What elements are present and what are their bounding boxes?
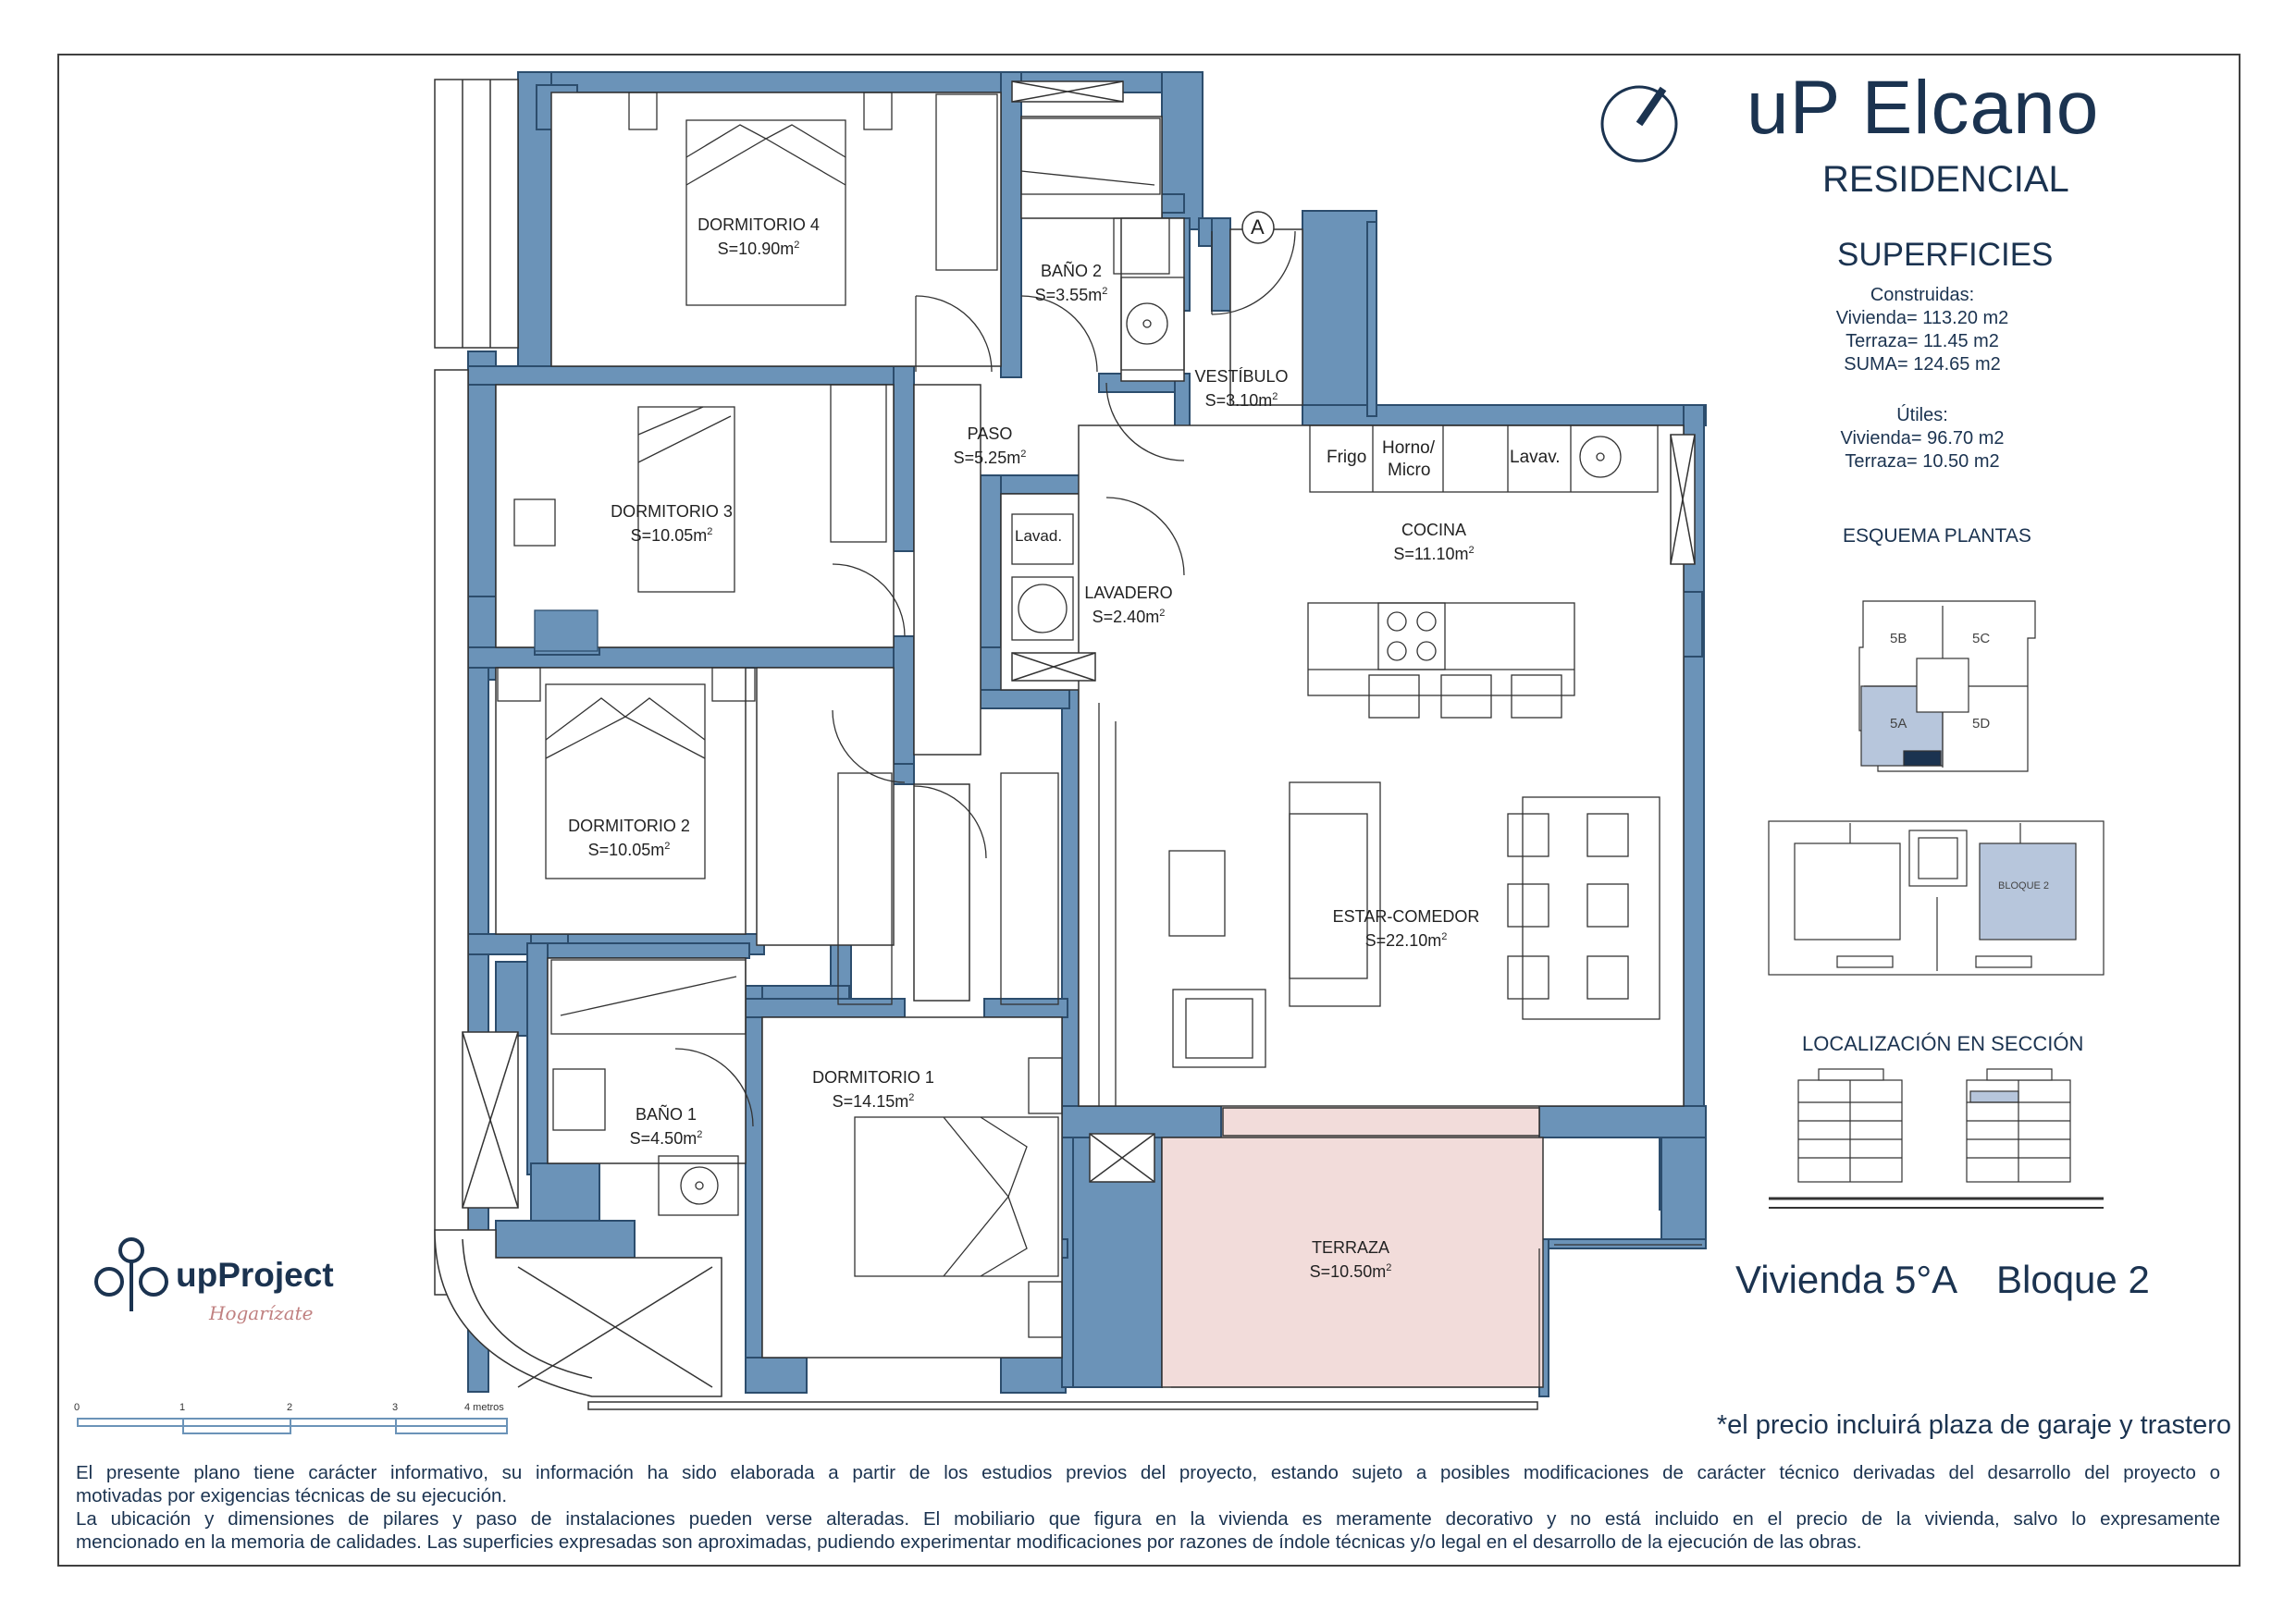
compass-icon bbox=[1600, 85, 1678, 163]
unit-5b: 5B bbox=[1890, 631, 1907, 646]
disclaimer-line: La ubicación y dimensiones de pilares y … bbox=[76, 1508, 2220, 1530]
room-area: S=3.55m bbox=[1034, 286, 1103, 304]
room-name: TERRAZA bbox=[1311, 1238, 1389, 1257]
scale-tick: 4 metros bbox=[464, 1402, 504, 1413]
project-subtitle: RESIDENCIAL bbox=[1822, 159, 2069, 200]
room-area: S=4.50m bbox=[629, 1129, 697, 1148]
brand-tagline: Hogarízate bbox=[209, 1302, 314, 1324]
section-diagram bbox=[1769, 1068, 2104, 1209]
scale-tick: 1 bbox=[179, 1402, 186, 1413]
room-name: DORMITORIO 2 bbox=[568, 817, 690, 835]
precio-note: *el precio incluirá plaza de garaje y tr… bbox=[1716, 1410, 2231, 1440]
unit-5c: 5C bbox=[1972, 631, 1991, 646]
bloque-plan-diagram bbox=[1768, 820, 2105, 976]
entry-marker bbox=[1241, 211, 1275, 244]
scale-tick: 3 bbox=[392, 1402, 399, 1413]
room-area: S=3.10m bbox=[1204, 391, 1273, 410]
lavavajillas-label: Lavav. bbox=[1510, 448, 1561, 467]
brand-name: upProject bbox=[176, 1256, 334, 1294]
scale-tick: 2 bbox=[287, 1402, 293, 1413]
esquema-plantas-diagram bbox=[1858, 600, 2036, 772]
construidas-vivienda: Vivienda= 113.20 m2 bbox=[1835, 308, 2009, 328]
construidas-terraza: Terraza= 11.45 m2 bbox=[1845, 331, 1999, 351]
construidas-label: Construidas: bbox=[1870, 285, 1975, 305]
horno-label: Horno/ bbox=[1382, 438, 1436, 458]
disclaimer-line: mencionado en la memoria de calidades. L… bbox=[76, 1531, 1862, 1553]
utiles-vivienda: Vivienda= 96.70 m2 bbox=[1840, 428, 2005, 449]
vivienda-unit: Vivienda 5°A bbox=[1735, 1258, 1958, 1301]
room-name: DORMITORIO 3 bbox=[611, 502, 733, 521]
room-name: DORMITORIO 4 bbox=[697, 215, 820, 234]
room-name: PASO bbox=[967, 424, 1013, 443]
room-area: S=11.10m bbox=[1393, 545, 1469, 563]
frigo-label: Frigo bbox=[1327, 448, 1367, 467]
lavadora-label: Lavad. bbox=[1015, 527, 1063, 545]
entry-marker-label: A bbox=[1251, 215, 1265, 239]
room-area: S=10.90m bbox=[717, 240, 795, 258]
unit-5d: 5D bbox=[1972, 716, 1991, 732]
disclaimer-line: El presente plano tiene carácter informa… bbox=[76, 1462, 2220, 1483]
sheet-frame bbox=[57, 54, 2240, 1567]
room-area: S=22.10m bbox=[1364, 931, 1442, 950]
room-name: COCINA bbox=[1401, 521, 1466, 539]
utiles-label: Útiles: bbox=[1896, 405, 1948, 425]
vivienda-block: Bloque 2 bbox=[1996, 1258, 2150, 1301]
room-name: BAÑO 1 bbox=[635, 1105, 697, 1124]
bloque-label: BLOQUE 2 bbox=[1998, 880, 2050, 891]
construidas-suma: SUMA= 124.65 m2 bbox=[1844, 354, 2001, 375]
room-area: S=5.25m bbox=[953, 449, 1021, 467]
room-area: S=2.40m bbox=[1092, 608, 1160, 626]
room-area: S=10.05m bbox=[630, 526, 708, 545]
superficies-heading: SUPERFICIES bbox=[1837, 237, 2054, 273]
unit-5a: 5A bbox=[1890, 716, 1907, 732]
project-title: uP Elcano bbox=[1747, 66, 2100, 150]
door-swings bbox=[674, 230, 1296, 1127]
room-name: ESTAR-COMEDOR bbox=[1332, 907, 1480, 926]
scale-bar bbox=[77, 1418, 508, 1434]
room-name: LAVADERO bbox=[1084, 584, 1173, 602]
room-area: S=14.15m bbox=[832, 1092, 909, 1111]
room-name: VESTÍBULO bbox=[1194, 367, 1289, 386]
micro-label: Micro bbox=[1388, 461, 1431, 480]
utiles-terraza: Terraza= 10.50 m2 bbox=[1845, 451, 2000, 472]
upproject-logo-icon bbox=[94, 1237, 168, 1311]
furniture bbox=[497, 92, 1702, 1388]
disclaimer-line: motivadas por exigencias técnicas de su … bbox=[76, 1485, 508, 1506]
room-area: S=10.50m bbox=[1309, 1262, 1387, 1281]
scale-tick: 0 bbox=[74, 1402, 80, 1413]
esquema-heading: ESQUEMA PLANTAS bbox=[1843, 525, 2031, 547]
room-name: BAÑO 2 bbox=[1040, 262, 1103, 280]
room-name: DORMITORIO 1 bbox=[812, 1068, 934, 1087]
room-area: S=10.05m bbox=[587, 841, 665, 859]
localizacion-heading: LOCALIZACIÓN EN SECCIÓN bbox=[1802, 1032, 2084, 1055]
